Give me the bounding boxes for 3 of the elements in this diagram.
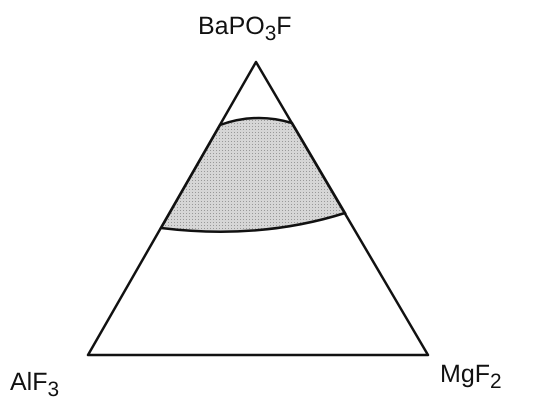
corner-label: AlF$_{3}$ (10, 368, 60, 402)
apex-label: BaPO$_{3}$F (198, 12, 292, 46)
corner-label: MgF$_{2}$ (440, 360, 502, 394)
